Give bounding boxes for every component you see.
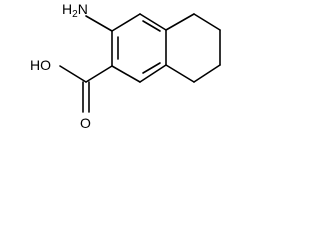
aromatic-double-bond <box>142 62 161 74</box>
ring-bond <box>193 64 221 83</box>
amine-n: N <box>78 1 88 17</box>
aromatic-double-bond <box>142 20 161 32</box>
aromatic-bond <box>139 64 167 83</box>
carbonyl-oxygen-label: O <box>80 115 91 131</box>
ring-bond <box>193 13 221 31</box>
aromatic-bond <box>139 13 167 31</box>
amine-subscript: 2 <box>72 9 78 20</box>
aromatic-bond <box>111 65 141 83</box>
ring-bond <box>165 64 195 83</box>
saturated-ring <box>165 13 221 83</box>
acid-carbon-bond <box>85 65 113 83</box>
aromatic-bond <box>111 13 141 32</box>
ring-bond <box>165 13 195 31</box>
hydroxyl-label: HO <box>30 57 51 73</box>
chemical-structure-diagram: H2N HO O <box>30 1 221 131</box>
amine-bond <box>85 15 113 32</box>
aromatic-ring <box>111 13 167 83</box>
hydroxyl-bond <box>59 65 87 83</box>
amine-label: H2N <box>62 1 88 20</box>
amine-h: H <box>62 1 72 17</box>
